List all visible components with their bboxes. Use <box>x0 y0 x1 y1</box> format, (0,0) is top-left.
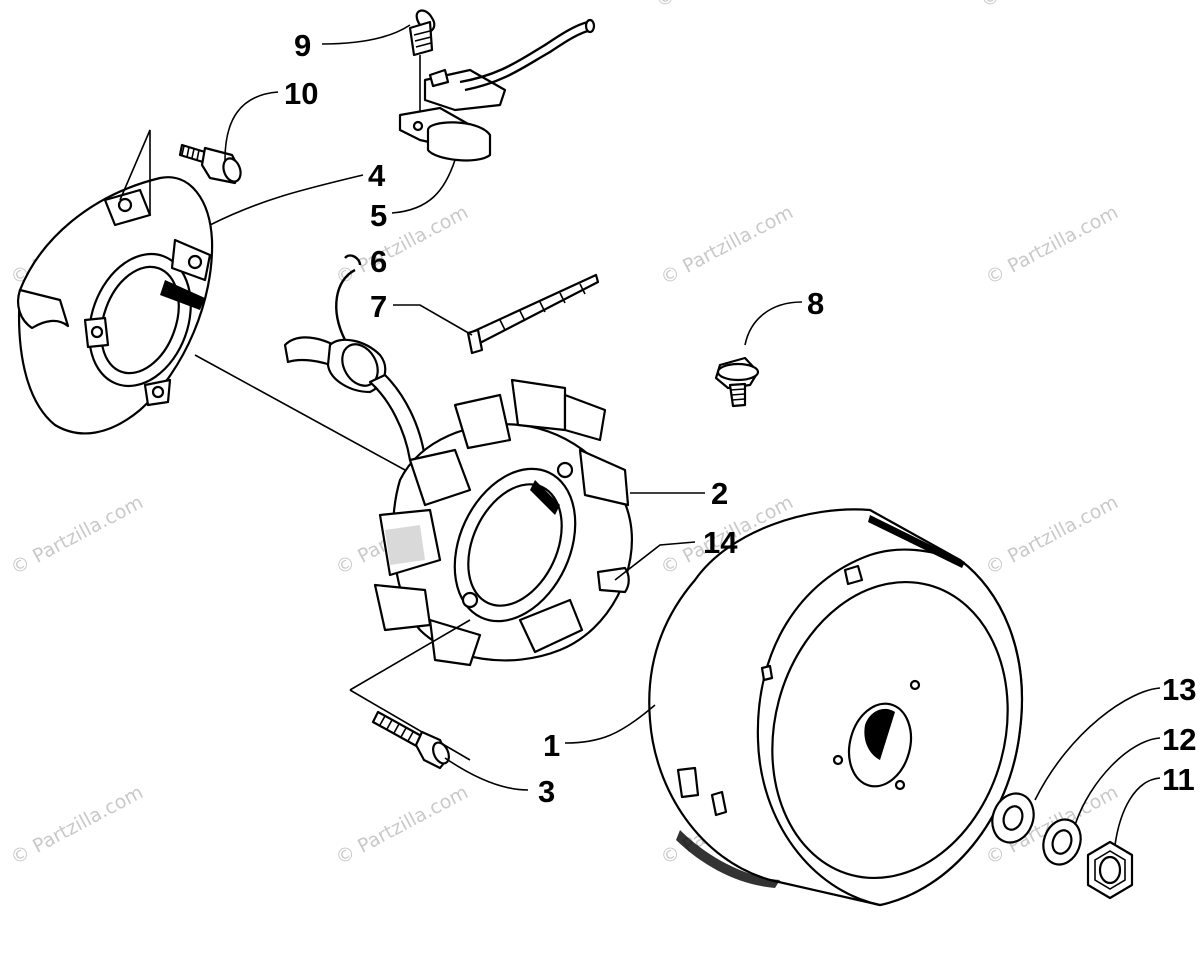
callout-12: 12 <box>1162 722 1196 757</box>
callout-3: 3 <box>538 774 555 809</box>
callout-7: 7 <box>370 289 387 324</box>
washer-13-drawing <box>991 792 1035 844</box>
flywheel-drawing <box>648 508 1024 907</box>
callout-1: 1 <box>543 728 560 763</box>
watermark-text: © Partzilla.com <box>7 491 147 579</box>
stator-drawing <box>194 354 633 667</box>
watermark-text: © Partzilla.com <box>7 781 147 869</box>
cable-tie-drawing <box>466 273 600 355</box>
callout-14: 14 <box>703 525 738 560</box>
watermark-text: © Partzilla.com <box>657 201 797 289</box>
callout-10: 10 <box>284 76 318 111</box>
leader-lines <box>209 24 1161 846</box>
callout-labels: 1 2 3 4 5 6 7 8 9 10 11 12 13 14 <box>284 28 1196 809</box>
callout-8: 8 <box>807 286 824 321</box>
bolt-10-drawing <box>178 143 242 185</box>
wire-harness-drawing <box>283 254 427 462</box>
callout-6: 6 <box>370 244 387 279</box>
watermark-text: © Partzilla.com <box>652 0 792 12</box>
key-14-drawing <box>596 566 630 594</box>
callout-11: 11 <box>1162 762 1195 797</box>
callout-4: 4 <box>368 158 386 193</box>
watermark-text: © Partzilla.com <box>977 0 1117 12</box>
watermark-text: © Partzilla.com <box>332 781 472 869</box>
lock-washer-12-drawing <box>1042 818 1082 866</box>
nut-11-drawing <box>1086 840 1134 900</box>
callout-9: 9 <box>294 28 311 63</box>
watermark-text: © Partzilla.com <box>982 491 1122 579</box>
callout-2: 2 <box>711 476 728 511</box>
callout-13: 13 <box>1162 672 1196 707</box>
bolt-8-drawing <box>714 356 760 408</box>
callout-5: 5 <box>370 198 387 233</box>
watermark-text: © Partzilla.com <box>332 201 472 289</box>
watermark-text: © Partzilla.com <box>982 201 1122 289</box>
pulser-coil-drawing <box>398 9 596 162</box>
base-plate-drawing <box>16 129 214 435</box>
